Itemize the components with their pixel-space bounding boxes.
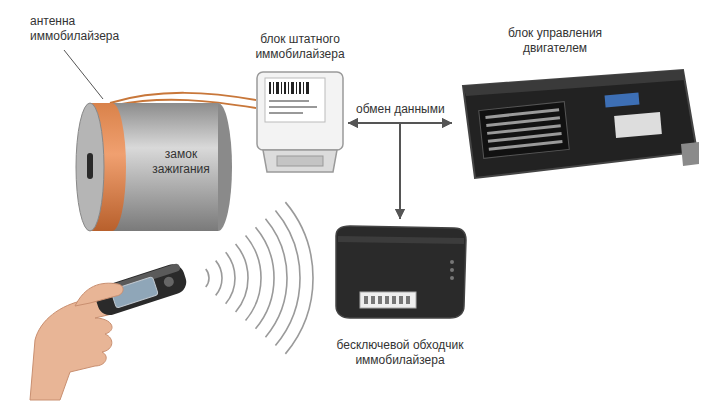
node-shape (455, 64, 700, 182)
node-shape (330, 222, 470, 322)
node-shape (255, 70, 345, 175)
immobilizer-unit (255, 70, 345, 175)
connector-arrow (348, 118, 405, 219)
part-label: антенна иммобилайзера (30, 14, 130, 44)
edge-label: обмен данными (353, 102, 448, 117)
node-shape (68, 95, 236, 240)
ignition-lock-node: замок зажигания (68, 95, 236, 240)
node-label: бесключевой обходчик иммобилайзера (325, 338, 475, 368)
leader-line (64, 50, 103, 99)
bypass-node: бесключевой обходчик иммобилайзера (325, 222, 475, 370)
immobilizer-node: блок штатного иммобилайзера (240, 32, 360, 175)
node-label: блок штатного иммобилайзера (240, 32, 360, 62)
node-label: блок управления двигателем (485, 26, 625, 56)
node-label: замок зажигания (144, 147, 218, 177)
text-holder: блок управления двигателем (485, 26, 625, 56)
text-holder: бесключевой обходчик иммобилайзера (325, 338, 475, 368)
connector-arrow (395, 118, 452, 219)
ecu-node: блок управления двигателем (450, 26, 705, 182)
ignition-lock (68, 95, 236, 240)
engine-ecu (455, 64, 700, 182)
text-holder: блок штатного иммобилайзера (240, 32, 360, 62)
text-holder: замок зажигания (144, 147, 218, 177)
hand-with-keyfob (30, 261, 189, 400)
bypass-unit (330, 222, 470, 322)
